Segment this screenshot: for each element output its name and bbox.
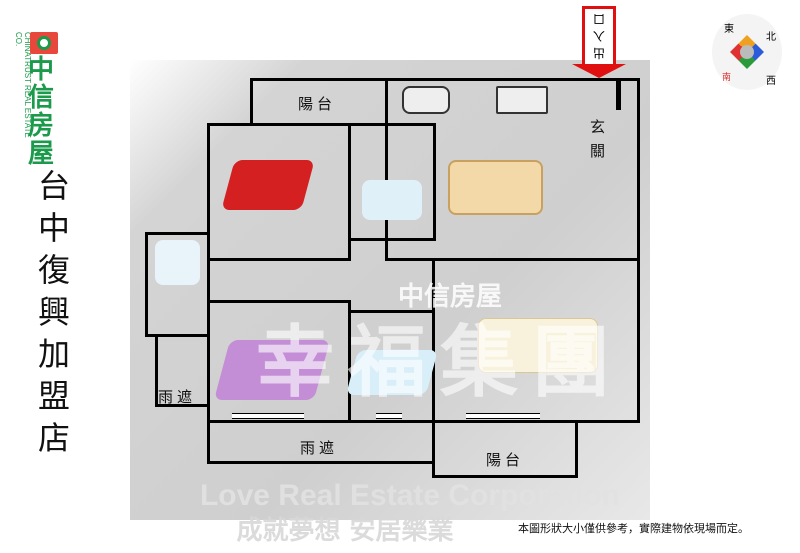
label-awning-left: 雨遮 [158,388,197,406]
label-awning-bottom: 雨遮 [300,439,339,457]
label-balcony-bottom: 陽台 [486,451,525,469]
plan-background [130,60,650,520]
entrance-arrow-icon: 出入口 [572,6,626,78]
compass-icon: 東 南 西 北 [712,14,782,90]
room-bathroom [348,123,436,241]
watermark-en: Love Real Estate Corporation [199,479,621,512]
logo-badge-icon [30,32,58,54]
watermark-slogan: 成就夢想 安居樂業 [236,516,454,546]
room-bathroom-left [145,232,210,337]
compass-west: 西 [766,76,776,87]
compass-east: 東 [724,24,734,35]
window [232,413,304,419]
disclaimer: 本圖形狀大小僅供參考，實際建物依現場而定。 [518,522,749,535]
label-foyer: 玄關 [590,118,610,160]
watermark-group: 幸福集團 [255,317,624,408]
room-awning-left [155,335,210,407]
store-name: 台中復興加盟店 [37,167,70,457]
toilet-icon [155,240,200,285]
compass-north: 北 [766,32,776,43]
bed-icon [221,160,315,210]
bathtub-icon [362,180,422,220]
logo-en: CHINATRUST REAL ESTATE CO. [14,32,32,138]
label-balcony-top: 陽台 [298,95,337,113]
foyer-wall [616,80,621,110]
logo: CHINATRUST REAL ESTATE CO. 中信房屋 [14,30,104,168]
window [376,413,402,419]
window [466,413,540,419]
logo-cn: 中信房屋 [28,55,55,169]
entrance-label: 出入口 [593,12,606,60]
watermark-brand: 中信房屋 [397,282,502,312]
stove-icon [496,86,548,114]
sofa-icon [478,318,598,373]
kitchen-sink-icon [402,86,450,114]
room-balcony-bottom [432,420,578,478]
dining-table-icon [448,160,543,215]
compass-south: 南 [722,73,732,83]
